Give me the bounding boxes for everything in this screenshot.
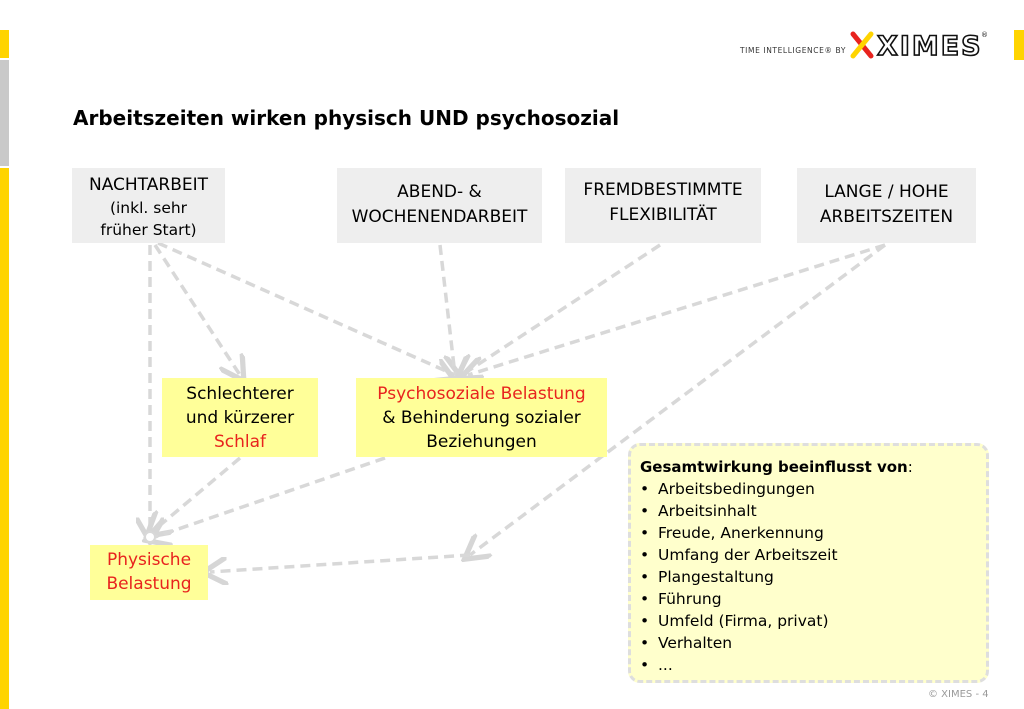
note-item-text: Umfang der Arbeitszeit	[658, 546, 838, 564]
arrow-sleep-to-physical	[152, 456, 242, 532]
effect-psycho-line1: Psychosoziale Belastung	[377, 384, 586, 404]
arrow-long-to-physical	[470, 243, 887, 555]
bullet: •	[640, 502, 650, 520]
cause-night-line2: (inkl. sehr	[109, 199, 188, 217]
bullet: •	[640, 634, 650, 652]
bullet: •	[640, 568, 650, 586]
note-item-text: ...	[658, 656, 673, 674]
bullet: •	[640, 590, 650, 608]
note-item: • Umfeld (Firma, privat)	[640, 610, 986, 632]
page-title: Arbeitszeiten wirken physisch UND psycho…	[73, 106, 620, 130]
logo-mark-icon: XIMES ®	[850, 30, 988, 62]
cause-night-line3: früher Start)	[100, 221, 197, 239]
note-item-text: Freude, Anerkennung	[658, 524, 824, 542]
effect-box-sleep: Schlechterer und kürzerer Schlaf	[162, 378, 318, 457]
cause-flex-line2: FLEXIBILITÄT	[609, 205, 717, 225]
influence-note: Gesamtwirkung beeinflusst von: • Arbeitsb…	[628, 443, 989, 683]
arrow-long-to-psycho	[468, 243, 886, 375]
bullet: •	[640, 480, 650, 498]
note-item: •...	[640, 654, 986, 676]
note-item: • Plangestaltung	[640, 566, 986, 588]
left-accent-bar-yellow-long	[0, 168, 9, 709]
note-item: • Führung	[640, 588, 986, 610]
cause-evening-line1: ABEND- &	[397, 182, 482, 202]
cause-box-night-work: NACHTARBEIT (inkl. sehr früher Start)	[72, 168, 225, 243]
note-item-text: Führung	[658, 590, 722, 608]
effect-physical-line2: Belastung	[106, 574, 192, 594]
logo-tagline: TIME INTELLIGENCE® BY	[740, 46, 847, 55]
note-item: • Arbeitsinhalt	[640, 500, 986, 522]
effect-psycho-line3: Beziehungen	[426, 432, 537, 452]
arrow-flex-to-psycho	[462, 243, 661, 375]
left-accent-bar-yellow	[0, 30, 9, 58]
effect-sleep-line3: Schlaf	[213, 432, 267, 452]
note-item: • Arbeitsbedingungen	[640, 478, 986, 500]
note-heading-colon: :	[907, 458, 913, 476]
note-item: • Umfang der Arbeitszeit	[640, 544, 986, 566]
right-accent-bar	[1014, 30, 1024, 60]
cause-evening-line2: WOCHENENDARBEIT	[351, 207, 528, 227]
note-item: • Verhalten	[640, 632, 986, 654]
effect-box-psychosocial: Psychosoziale Belastung & Behinderung so…	[356, 378, 607, 457]
cause-long-line2: ARBEITSZEITEN	[819, 207, 954, 227]
note-item-text: Umfeld (Firma, privat)	[658, 612, 829, 630]
logo-brand-text: XIMES	[877, 31, 983, 62]
effect-psycho-line2: & Behinderung sozialer	[382, 408, 581, 428]
note-item-text: Arbeitsinhalt	[658, 502, 757, 520]
note-item: • Freude, Anerkennung	[640, 522, 986, 544]
note-heading: Gesamtwirkung beeinflusst von:	[640, 456, 986, 478]
bullet: •	[640, 524, 650, 542]
note-item-text: Verhalten	[658, 634, 733, 652]
arrow-psycho-to-physical	[152, 456, 386, 538]
note-heading-text: Gesamtwirkung beeinflusst von	[640, 458, 908, 476]
arrow-evening-to-psycho	[438, 244, 455, 375]
junction-circle	[144, 531, 156, 543]
effect-physical-line1: Physische	[106, 550, 192, 570]
ximes-logo: TIME INTELLIGENCE® BY XIMES ®	[740, 28, 990, 62]
cause-night-line1: NACHTARBEIT	[88, 175, 208, 195]
effect-sleep-line1: Schlechterer	[186, 384, 294, 404]
cause-box-long-hours: LANGE / HOHE ARBEITSZEITEN	[797, 168, 976, 243]
cause-box-flexibility: FREMDBESTIMMTE FLEXIBILITÄT	[565, 168, 761, 243]
arrow-night-to-sleep	[153, 244, 240, 375]
note-item-text: Arbeitsbedingungen	[658, 480, 815, 498]
note-list: • Arbeitsbedingungen • Arbeitsinhalt • Freu…	[640, 478, 986, 676]
effect-sleep-line2: und kürzerer	[185, 408, 295, 428]
logo-registered: ®	[981, 31, 988, 39]
cause-box-evening-weekend: ABEND- & WOCHENENDARBEIT	[337, 168, 542, 243]
arrow-night-to-psycho	[157, 241, 455, 375]
left-accent-bar-grey	[0, 60, 9, 166]
arrow-branch-to-physical	[210, 553, 471, 572]
effect-box-physical: Physische Belastung	[90, 545, 208, 600]
cause-flex-line1: FREMDBESTIMMTE	[583, 180, 743, 200]
bullet: •	[640, 612, 650, 630]
cause-long-line1: LANGE / HOHE	[824, 182, 949, 202]
note-item-text: Plangestaltung	[658, 568, 774, 586]
bullet: •	[640, 546, 650, 564]
footer-copyright: © XIMES - 4	[928, 689, 989, 700]
bullet: •	[640, 656, 650, 674]
